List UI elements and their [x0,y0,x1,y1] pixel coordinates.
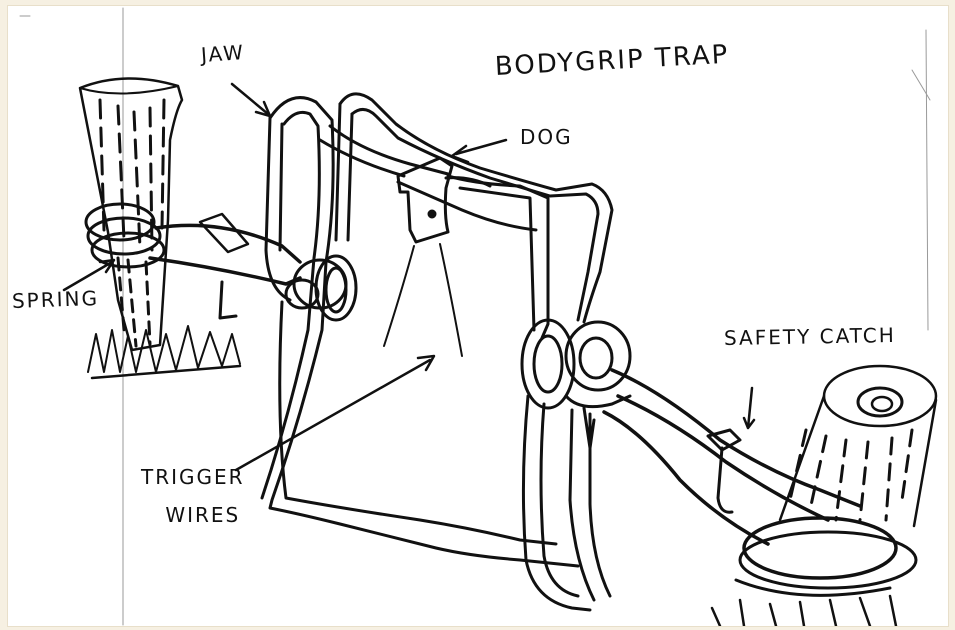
right-stake [712,366,936,626]
left-hinge [286,256,356,320]
trigger-arrow [236,360,430,470]
sketch-paper: BODYGRIP TRAP JAW DOG SPRING SAFETY CATC… [8,6,948,626]
right-hinge [522,320,630,408]
pointer-arrows [64,84,506,470]
jaw-arrow [232,84,268,114]
trigger-wires [384,244,462,356]
dog-label: DOG [520,125,573,149]
spring-label: SPRING [12,286,100,313]
safety-catch [708,388,754,512]
right-jaw [523,396,610,610]
trigger-label-line1: TRIGGER [141,458,245,496]
trigger-wires-label: TRIGGER WIRES [141,458,245,534]
trigger-label-line2: WIRES [141,496,245,534]
dog-latch [398,158,490,242]
safety-catch-label: SAFETY CATCH [724,323,896,350]
jaw-label: JAW [200,40,245,67]
